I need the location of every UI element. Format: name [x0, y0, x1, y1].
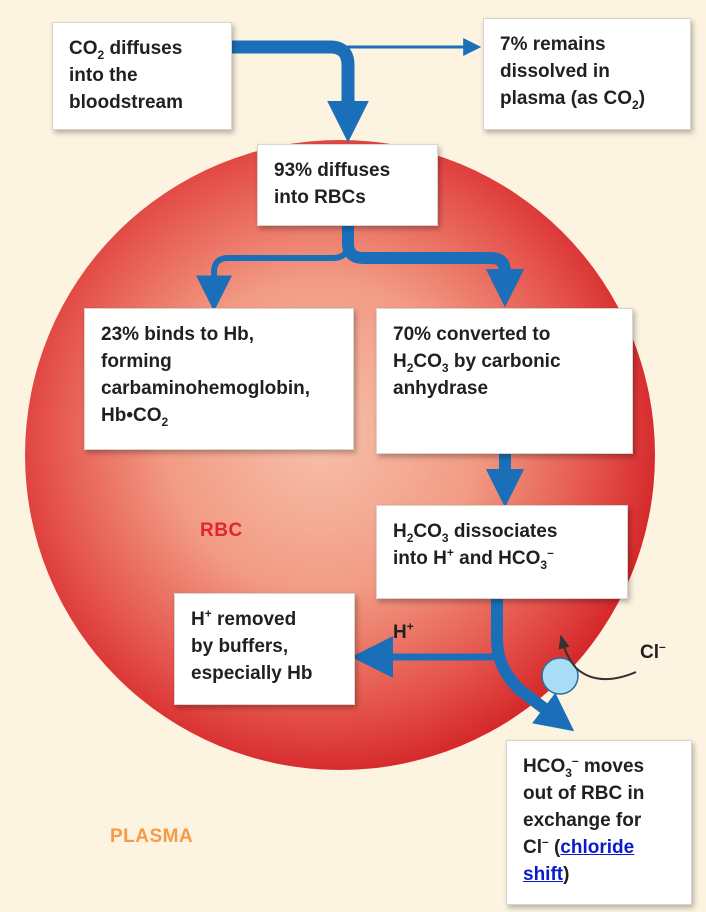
arrow-hco3-out [491, 594, 575, 732]
chloride-exchanger [541, 657, 579, 695]
arrow-to-converted [342, 237, 525, 308]
box-binds-hb: 23% binds to Hb, forming carbaminohemogl… [84, 308, 354, 450]
chloride-shift-link-cont[interactable]: shift [523, 864, 564, 885]
box-converted: 70% converted to H2CO3 by carbonic anhyd… [376, 308, 633, 454]
box-dissociates: H2CO3 dissociates into H+ and HCO3– [376, 505, 628, 599]
box-into-rbcs: 93% diffuses into RBCs [257, 144, 438, 226]
box-h-removed: H+ removed by buffers, especially Hb [174, 593, 355, 705]
arrow-h-plus [351, 636, 501, 678]
box-co2-diffuses: CO2 diffuses into the bloodstream [52, 22, 232, 130]
arrow-co2-main [225, 40, 369, 143]
plasma-label: PLASMA [110, 826, 194, 847]
box-hco3-moves: HCO3– moves out of RBC in exchange for C… [506, 740, 692, 905]
h-plus-label: H+ [393, 619, 414, 643]
chloride-shift-link[interactable]: chloride [560, 837, 635, 858]
box-remains-dissolved: 7% remains dissolved in plasma (as CO2) [483, 18, 691, 130]
chloride-ion-label: Cl– [640, 639, 666, 663]
arrow-cl-in [558, 634, 637, 681]
rbc-label: RBC [200, 520, 243, 541]
